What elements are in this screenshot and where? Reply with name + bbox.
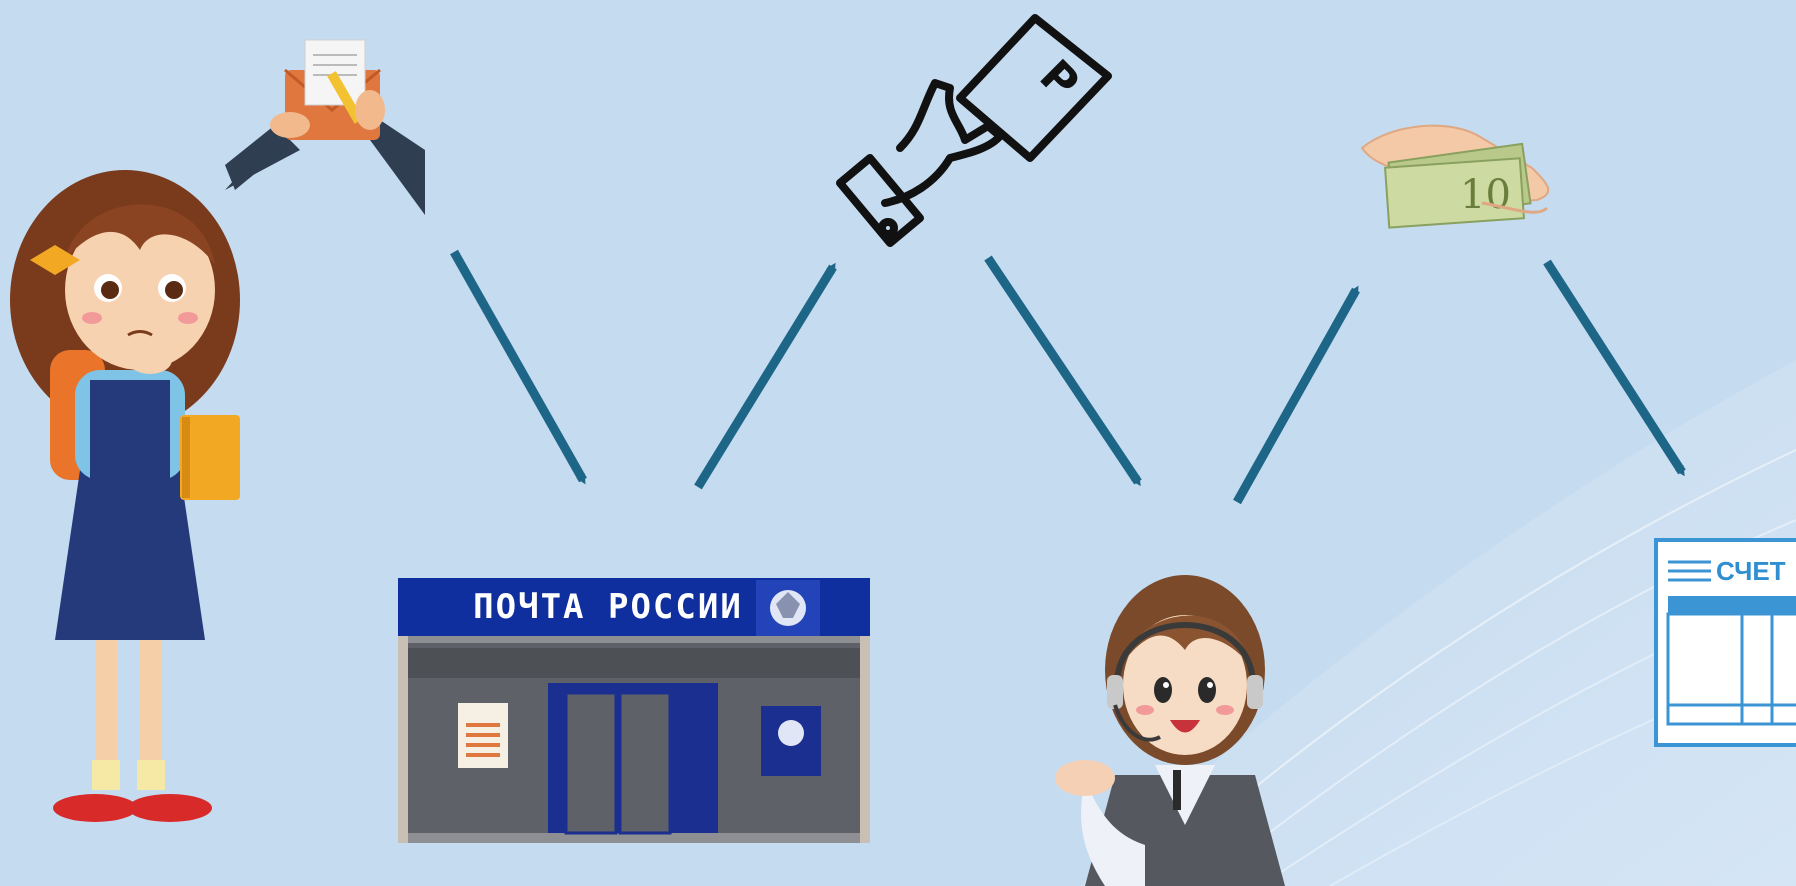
flow-arrows [454,252,1682,502]
girl-with-backpack-icon [10,170,240,822]
hand-with-ruble-card-icon: Р [840,18,1108,243]
arrow-payment-to-operator [988,258,1138,482]
svg-text:10: 10 [1460,172,1511,218]
invoice-label: СЧЕТ [1716,556,1786,586]
arrow-letter-to-post [454,252,583,480]
invoice-document-icon: СЧЕТ [1656,540,1796,745]
post-office-building-icon: ПОЧТА РОССИИ [398,578,870,843]
arrow-operator-to-cash [1237,290,1356,502]
hand-with-banknotes-icon: 10 [1362,126,1548,228]
post-office-sign: ПОЧТА РОССИИ [473,587,743,627]
arrow-cash-to-invoice [1547,262,1682,472]
hands-writing-letter-icon [225,40,425,215]
operator-with-headset-icon [1055,575,1285,886]
arrow-post-to-payment [698,267,833,487]
